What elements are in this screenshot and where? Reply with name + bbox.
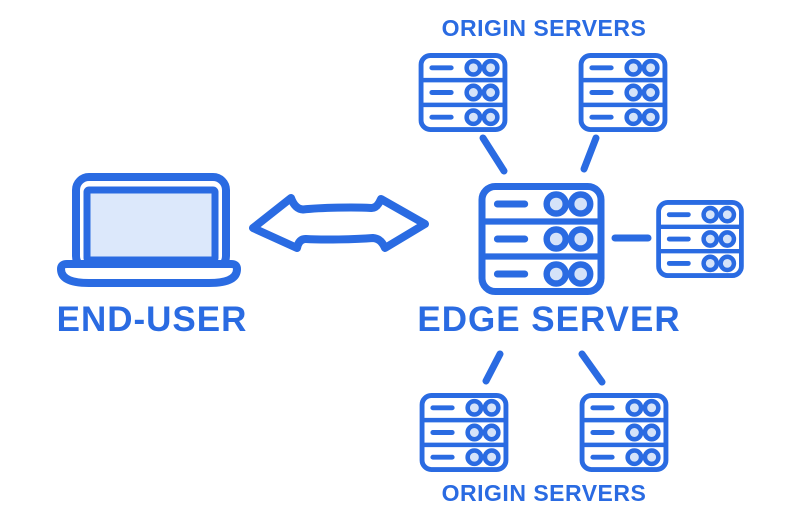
laptop-icon bbox=[57, 173, 241, 287]
end-user-label: END-USER bbox=[56, 300, 248, 339]
server-rack-icon-origin-top-left bbox=[418, 53, 508, 132]
server-rack-icon-edge-server bbox=[475, 183, 608, 295]
connector-edge-to-origin-top-left bbox=[479, 134, 508, 175]
connector-edge-to-origin-bottom-right bbox=[578, 350, 606, 386]
server-rack-icon-origin-top-right bbox=[578, 53, 668, 132]
origin-servers-top-label: ORIGIN SERVERS bbox=[441, 15, 647, 41]
server-rack-icon-origin-bottom-left bbox=[419, 393, 509, 472]
edge-server-label: EDGE SERVER bbox=[417, 300, 681, 339]
origin-servers-bottom-label: ORIGIN SERVERS bbox=[441, 480, 647, 506]
server-rack-icon-origin-bottom-right bbox=[579, 393, 669, 472]
server-rack-icon-origin-right bbox=[655, 200, 745, 278]
double-arrow-icon bbox=[249, 194, 429, 252]
connector-edge-to-origin-bottom-left bbox=[482, 350, 504, 385]
connector-edge-to-origin-top-right bbox=[580, 134, 600, 173]
